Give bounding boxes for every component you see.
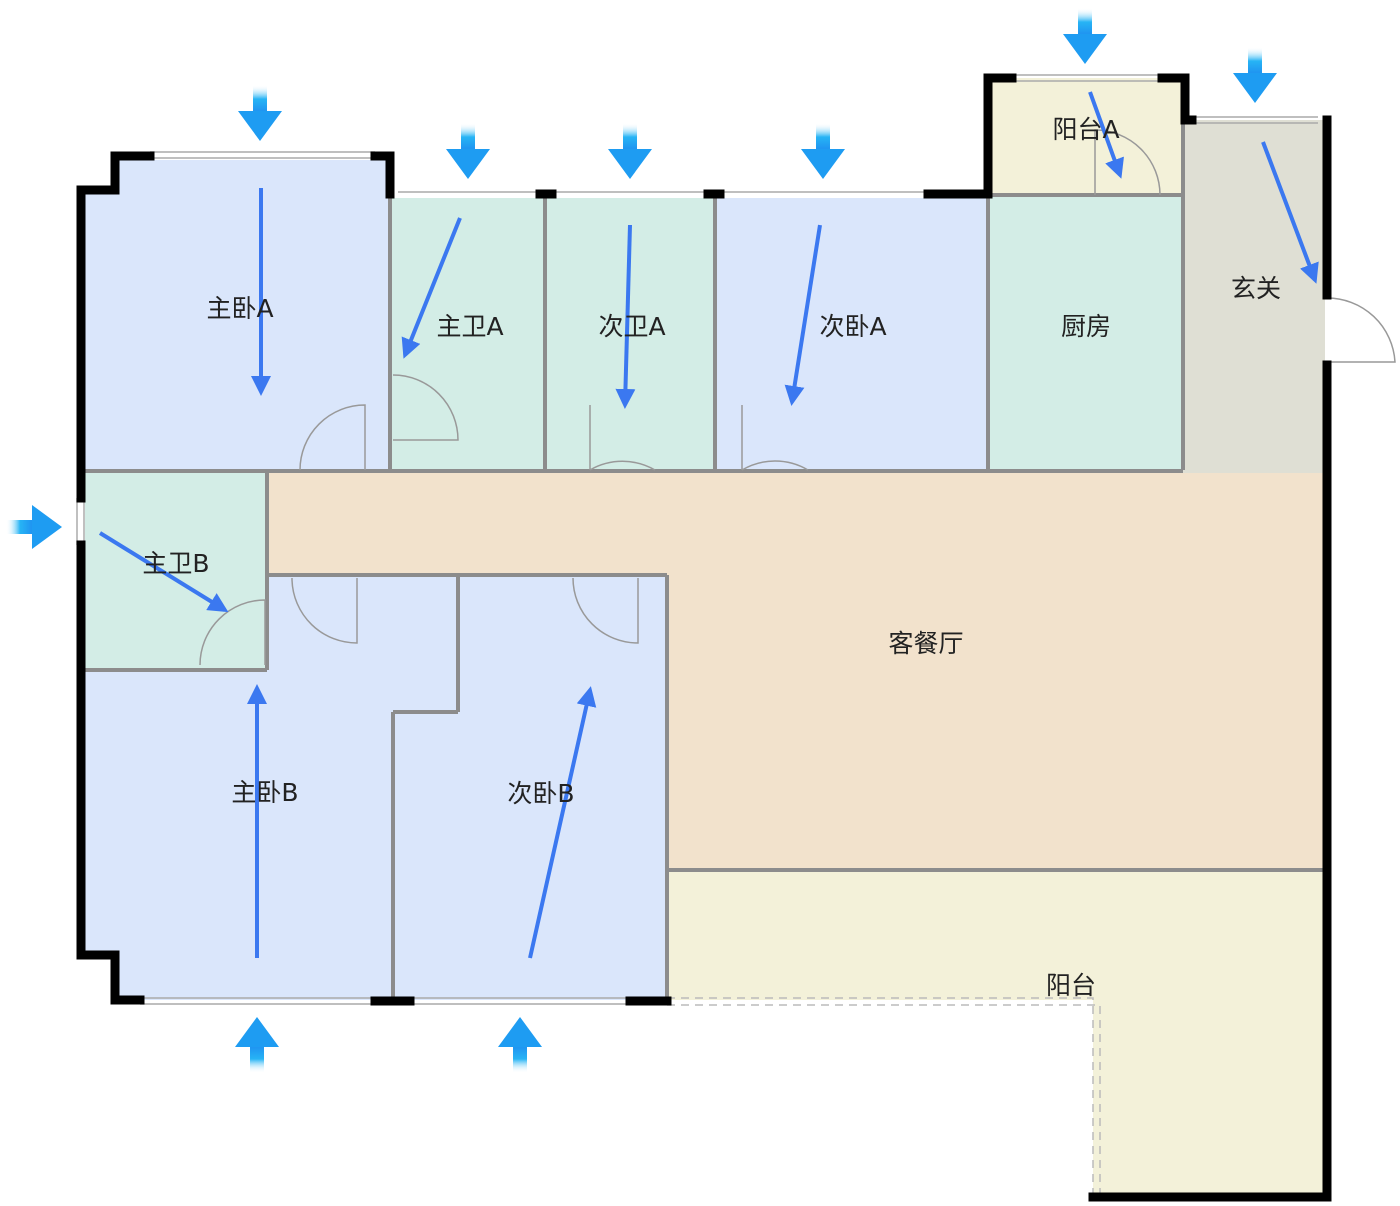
room-label-kitchen: 厨房	[1060, 312, 1112, 341]
room-second-bed-b	[393, 575, 667, 1000]
light-arrow-icon	[446, 123, 490, 179]
room-balcony	[667, 870, 1325, 1195]
room-label-master-bed-b: 主卧B	[231, 778, 299, 807]
light-arrows	[6, 8, 1277, 1073]
light-arrow-icon	[235, 1017, 279, 1073]
flow-arrows	[98, 91, 1319, 959]
light-arrow-icon	[6, 505, 62, 549]
room-kitchen	[988, 195, 1183, 470]
light-arrow-icon	[1063, 8, 1107, 64]
light-arrow-icon	[498, 1017, 542, 1073]
room-label-living-dining: 客餐厅	[888, 629, 964, 658]
light-arrow-icon	[801, 123, 845, 179]
room-label-second-bed-a: 次卧A	[819, 312, 887, 341]
room-label-entry: 玄关	[1230, 274, 1282, 303]
room-master-bed-b	[85, 575, 458, 1000]
room-master-bath-a	[390, 198, 545, 470]
outer-walls	[76, 73, 1332, 1202]
room-label-balcony: 阳台	[1045, 971, 1097, 1000]
balcony-open-edge	[667, 997, 1101, 1195]
windows	[76, 74, 1318, 1005]
room-label-master-bed-a: 主卧A	[206, 294, 274, 323]
room-living-dining	[267, 473, 1325, 870]
room-entry	[1183, 120, 1325, 473]
light-arrow-icon	[238, 85, 282, 141]
room-master-bath-b	[85, 473, 267, 670]
room-label-second-bath-a: 次卫A	[598, 312, 666, 341]
room-second-bed-a	[715, 198, 988, 470]
room-label-balcony-a: 阳台A	[1052, 115, 1120, 144]
light-arrow-icon	[608, 123, 652, 179]
light-arrow-icon	[1233, 47, 1277, 103]
inner-walls	[85, 120, 1325, 1000]
room-balcony-a	[990, 78, 1183, 195]
room-label-second-bed-b: 次卧B	[507, 779, 575, 808]
room-master-bed-a	[85, 160, 390, 470]
room-label-master-bath-a: 主卫A	[436, 312, 504, 341]
doors	[199, 129, 1396, 666]
room-label-master-bath-b: 主卫B	[142, 549, 210, 578]
